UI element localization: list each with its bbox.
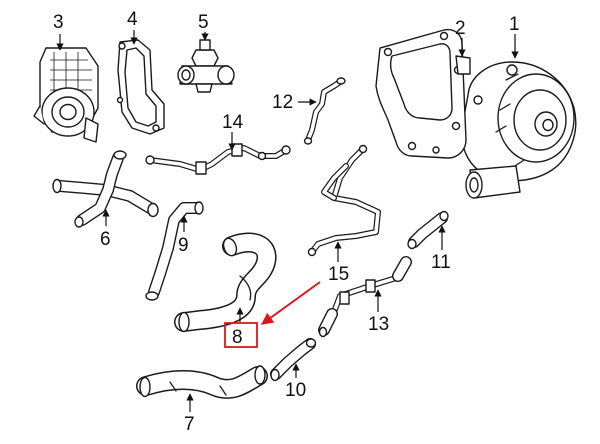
leader-lines xyxy=(56,30,519,412)
part-11-hose xyxy=(407,210,449,250)
callout-labels: 1 2 3 4 5 6 7 8 9 10 11 12 13 14 15 xyxy=(53,9,520,435)
part-9-hose xyxy=(145,201,204,301)
callout-15: 15 xyxy=(328,264,349,285)
callout-3: 3 xyxy=(53,12,64,33)
callout-10: 10 xyxy=(285,380,306,401)
callout-5: 5 xyxy=(198,12,209,33)
part-8-hose xyxy=(174,232,277,333)
part-6-tee-hose xyxy=(52,150,159,228)
callout-13: 13 xyxy=(368,314,389,335)
part-12-small-hose xyxy=(303,77,346,145)
callout-4: 4 xyxy=(127,9,138,30)
part-2-timing-cover-gasket xyxy=(375,28,471,159)
highlight-arrow xyxy=(261,281,321,325)
callout-1: 1 xyxy=(509,14,520,35)
part-15-tube xyxy=(307,144,381,257)
part-13-pipe xyxy=(318,256,412,338)
part-4-gasket xyxy=(116,39,165,135)
part-10-small-hose xyxy=(270,338,317,382)
callout-2: 2 xyxy=(455,18,466,39)
callout-11: 11 xyxy=(431,252,451,273)
part-3-thermostat-housing xyxy=(33,47,99,143)
part-1-water-pump xyxy=(461,61,577,199)
part-14-pipe-assembly xyxy=(145,143,291,175)
callout-6: 6 xyxy=(100,229,111,250)
part-7-lower-hose xyxy=(136,365,268,399)
callout-9: 9 xyxy=(178,235,189,256)
part-5-valve xyxy=(177,39,235,93)
callout-7: 7 xyxy=(184,414,195,435)
callout-12: 12 xyxy=(272,92,293,113)
highlight-box xyxy=(224,322,258,348)
callout-8: 8 xyxy=(232,327,243,348)
highlight-part-8 xyxy=(224,281,321,348)
callout-14: 14 xyxy=(222,112,244,133)
